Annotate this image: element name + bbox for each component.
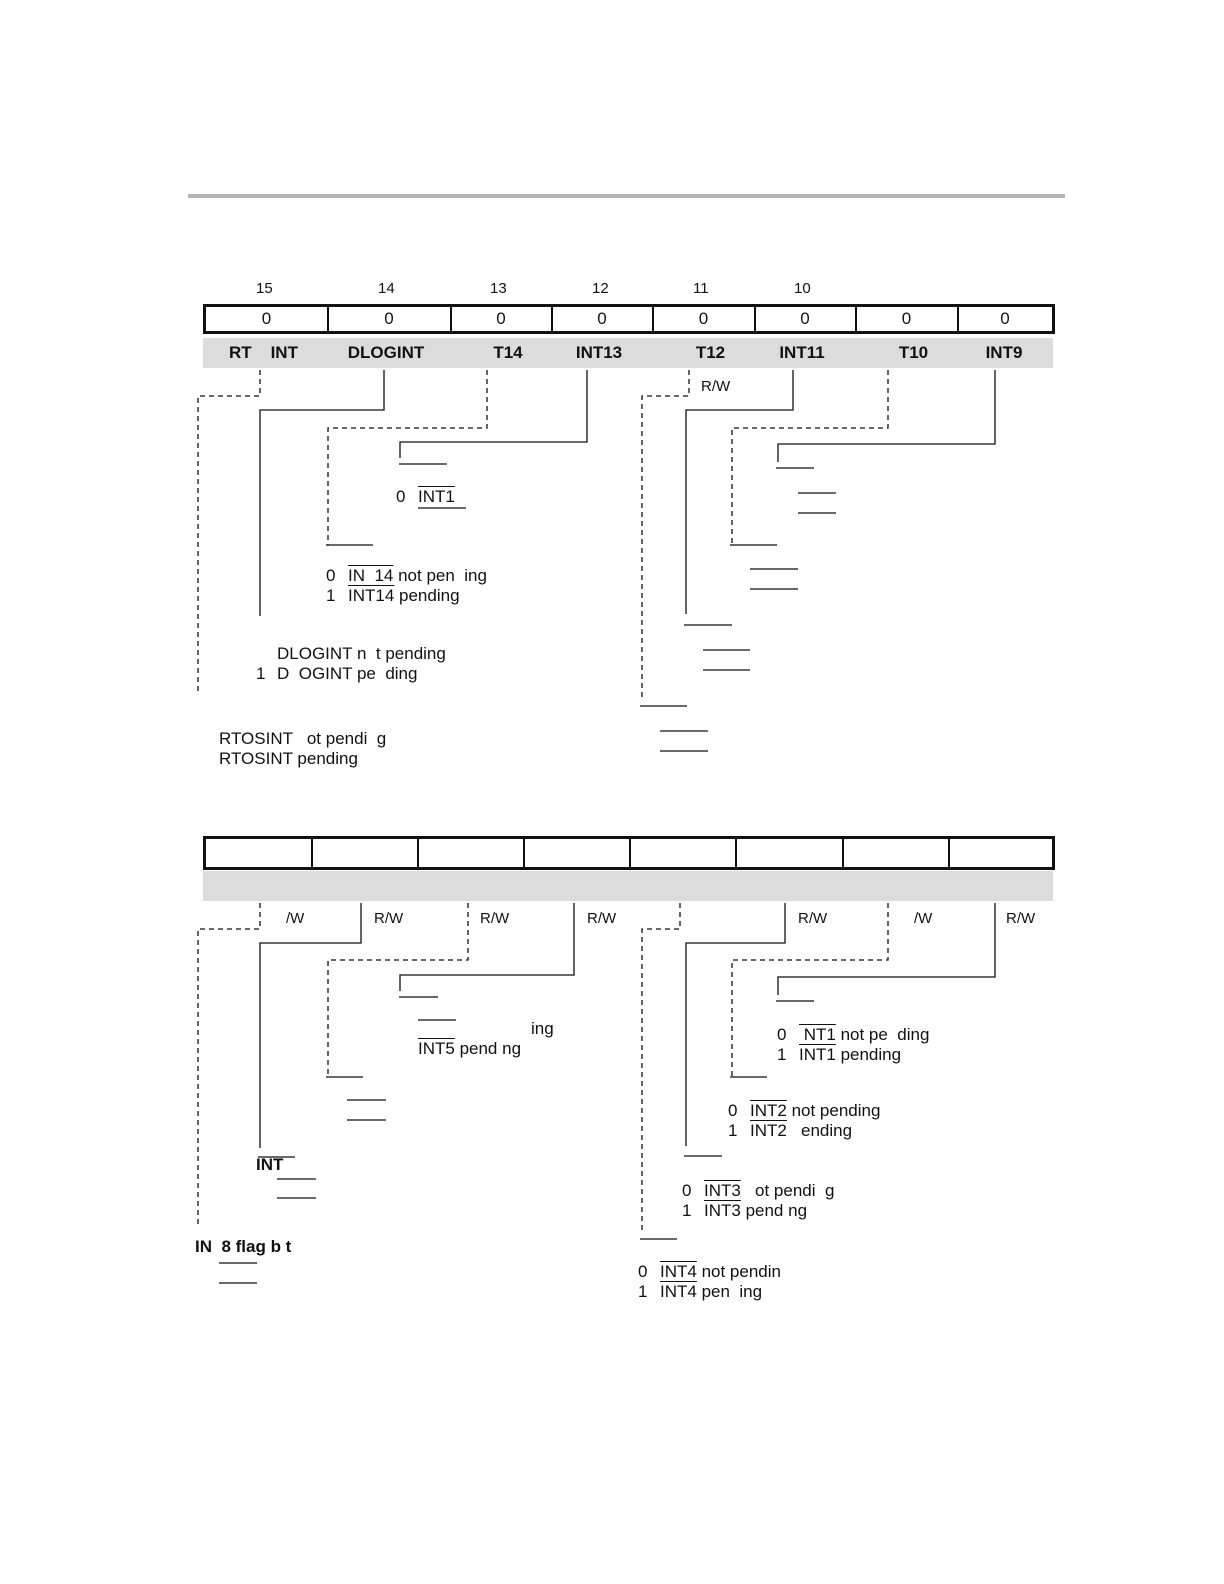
bit-number-15: 15: [256, 280, 273, 297]
leader-int12: [641, 370, 690, 700]
bottom-register-box: [203, 836, 1055, 870]
reset-value-bit15: 0: [261, 309, 272, 328]
leader-int6: [327, 903, 469, 1077]
access-bit7: /W: [286, 910, 305, 927]
field-int12: T12: [695, 343, 726, 362]
access-bit6: R/W: [374, 910, 404, 927]
reset-value-bit11: 0: [698, 309, 709, 328]
access-bit11: R/W: [701, 378, 731, 395]
reset-value-bit12: 0: [597, 309, 607, 328]
leader-int3: [685, 903, 786, 1146]
header-rule: [188, 194, 1065, 198]
field-dlogint: DLOGINT: [347, 343, 425, 362]
reset-value-bit9: 0: [901, 309, 912, 328]
leader-dlogint: [259, 370, 385, 616]
desc-int8: IN 8 flag b t: [195, 1237, 292, 1256]
field-int14: T14: [493, 343, 523, 362]
access-bit4: R/W: [587, 910, 617, 927]
bit-number-12: 12: [592, 280, 609, 297]
leader-int1: [777, 903, 996, 995]
access-bit1: /W: [914, 910, 933, 927]
top-register-box: 0 0 0 0 0 0 0 0: [203, 304, 1055, 334]
leader-int4: [641, 903, 681, 1233]
leader-int14: [327, 370, 488, 545]
reset-value-bit13: 0: [496, 309, 506, 328]
reset-value-bit14: 0: [384, 309, 394, 328]
field-int11: INT11: [779, 343, 825, 362]
bottom-field-names: [203, 871, 1053, 901]
reset-value-bit10: 0: [800, 309, 810, 328]
top-field-names: RT INT DLOGINT T14 INT13 T12 INT11 T10 I…: [203, 338, 1053, 368]
leader-int8: [197, 903, 261, 1228]
access-bit5: R/W: [480, 910, 510, 927]
field-int9: INT9: [985, 343, 1023, 362]
leader-int7: [259, 903, 362, 1148]
bit-number-13: 13: [490, 280, 507, 297]
leader-rtosint: [197, 370, 261, 695]
leader-int11: [685, 370, 794, 614]
access-bit0: R/W: [1006, 910, 1036, 927]
access-bit2: R/W: [798, 910, 828, 927]
bit-number-14: 14: [378, 280, 395, 297]
field-int10: T10: [898, 343, 929, 362]
leader-int5: [399, 903, 575, 991]
leader-int10: [731, 370, 889, 545]
leader-int2: [731, 903, 889, 1077]
field-rtosint: RT INT: [229, 343, 298, 362]
bit-number-10: 10: [794, 280, 811, 297]
leader-int13: [399, 370, 588, 458]
field-int13: INT13: [575, 343, 623, 362]
bit-number-11: 11: [693, 280, 709, 297]
desc-int7: INT: [256, 1155, 284, 1174]
reset-value-bit8: 0: [1000, 309, 1010, 328]
leader-int9: [777, 370, 996, 462]
